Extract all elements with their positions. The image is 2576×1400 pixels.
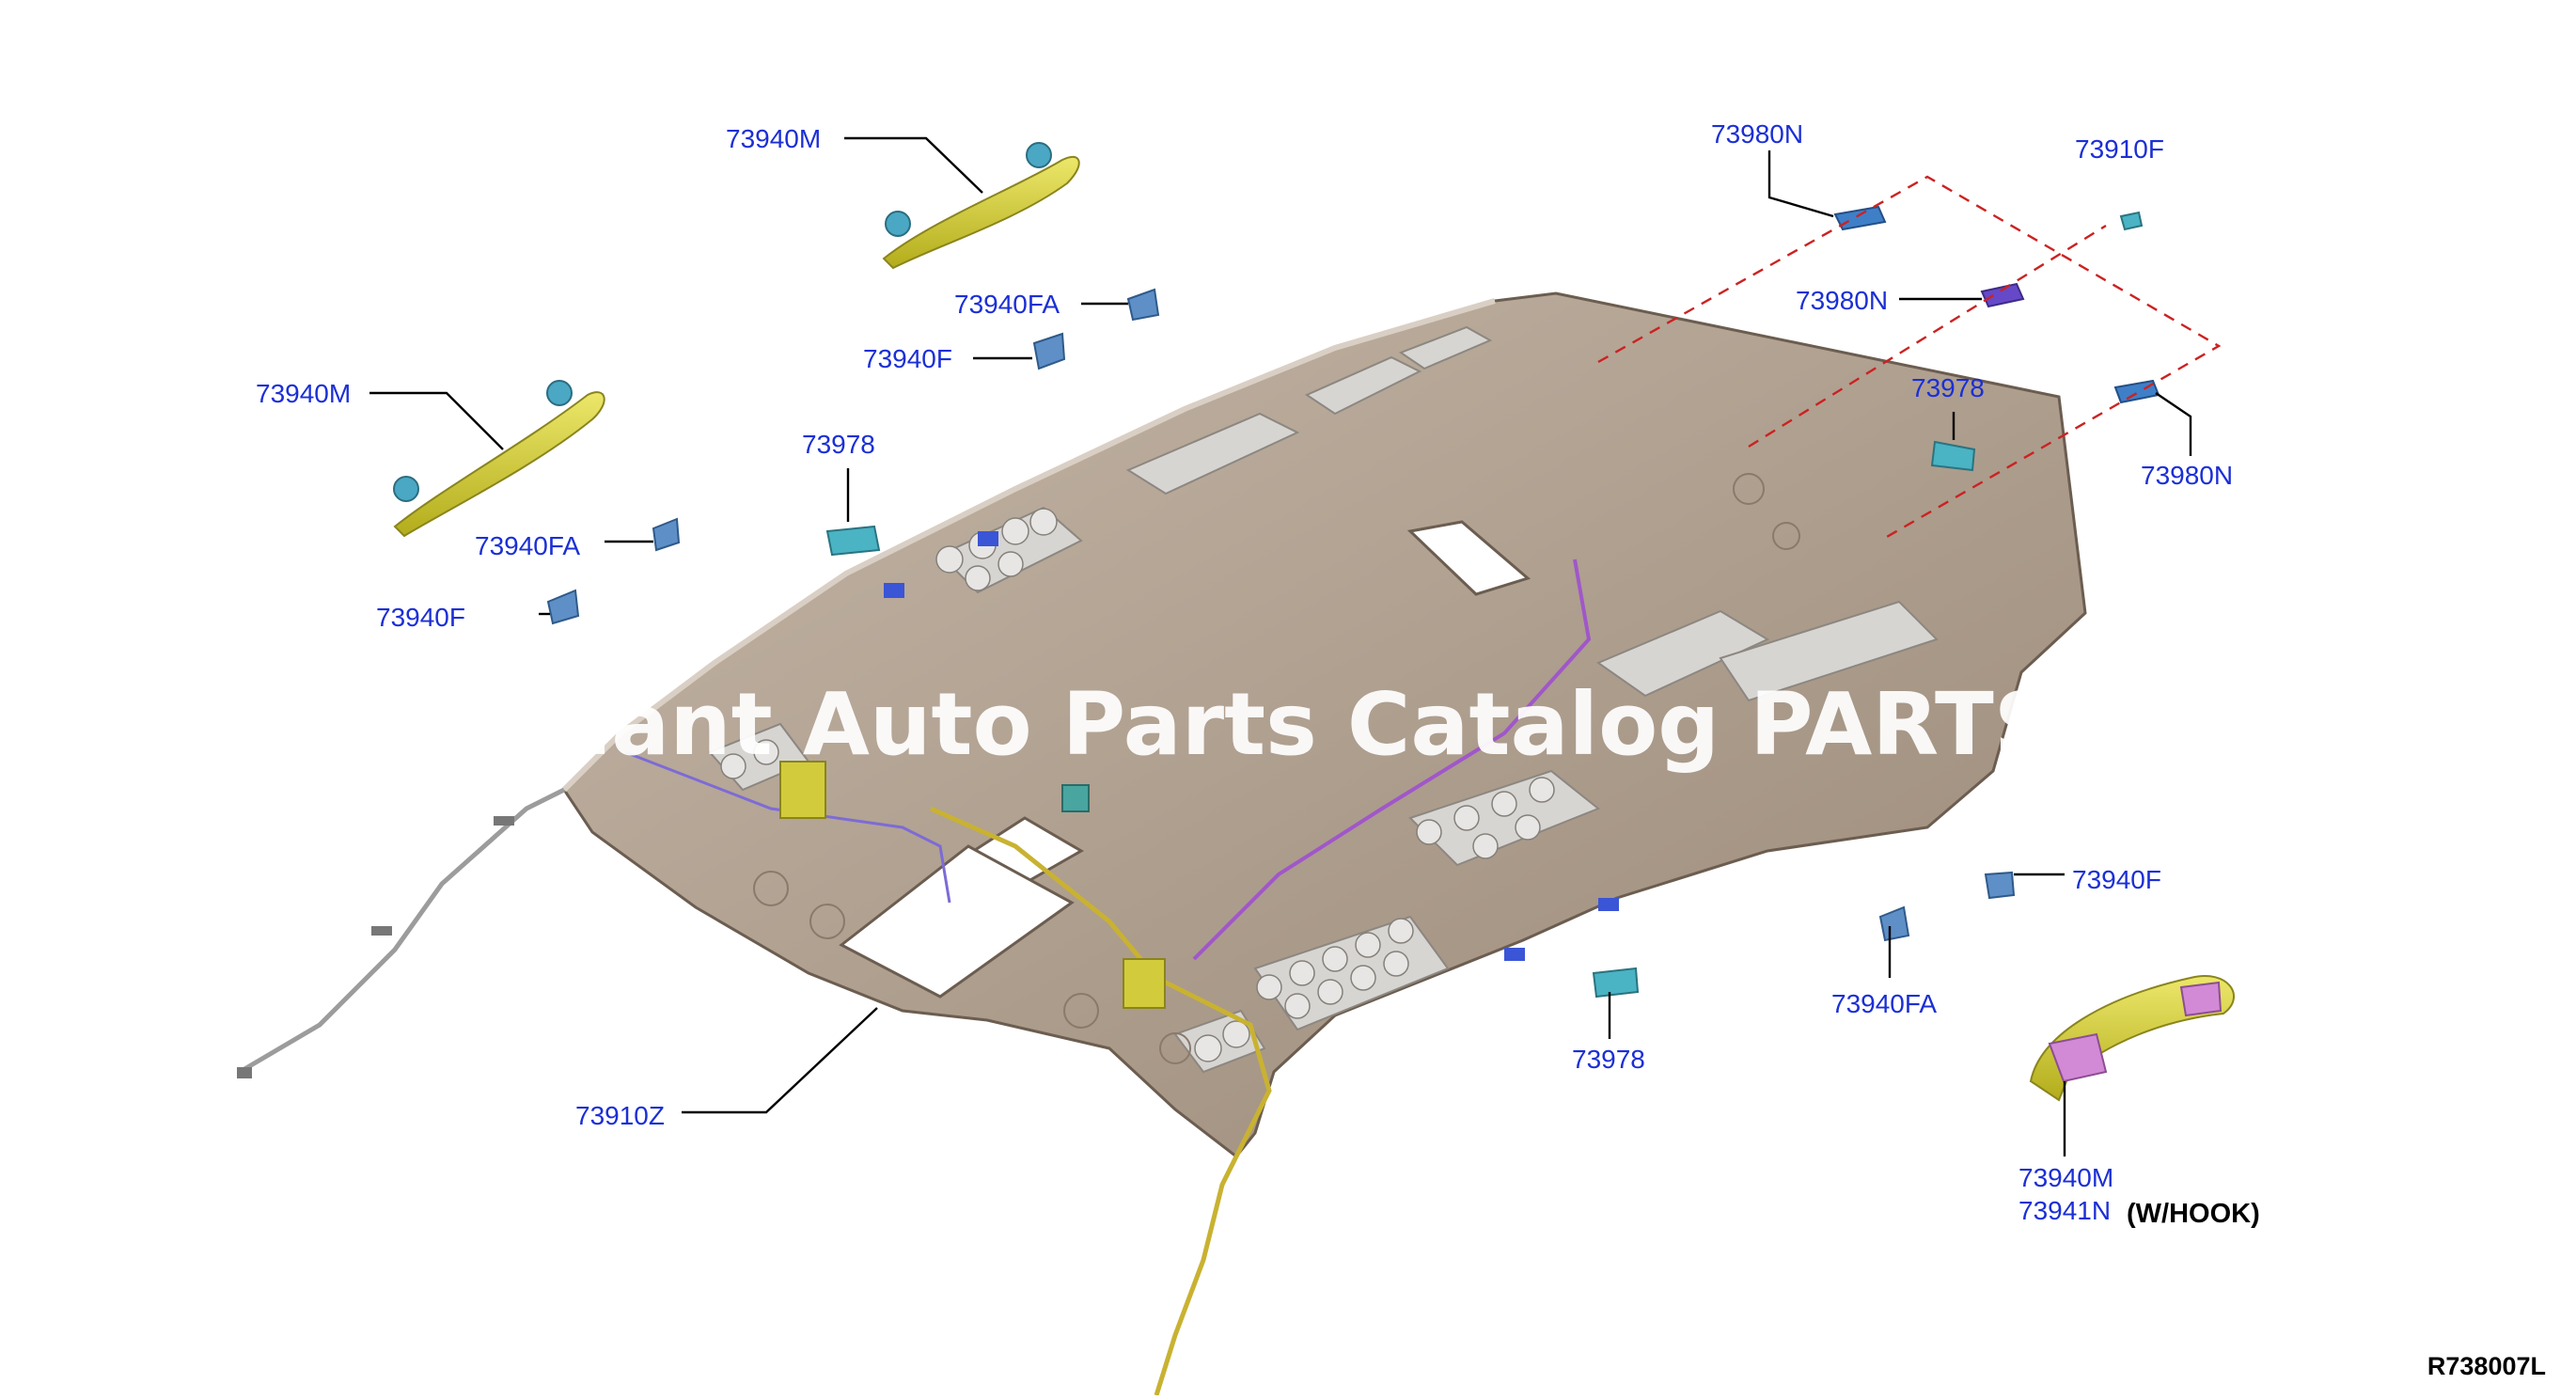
part-label: 73940M [256, 379, 351, 408]
part-label: 73940F [2072, 865, 2161, 894]
part-label: 73980N [1796, 286, 1888, 315]
part-label: 73910F [2075, 134, 2164, 164]
part-label: 73940FA [1831, 989, 1937, 1018]
part-label: 73980N [2141, 461, 2233, 490]
part-label: 73940FA [954, 290, 1060, 319]
cable-clips [237, 816, 514, 1078]
assist-grip-left [393, 380, 605, 538]
part-labels: 73940M 73940FA 73940F 73940M 73978 73940… [256, 119, 2260, 1229]
diagram-code: R738007L [2427, 1352, 2546, 1380]
leader-lines [369, 136, 2192, 1156]
part-label: 73940F [376, 603, 465, 632]
part-label: 73980N [1711, 119, 1803, 149]
headliner-panel [561, 291, 2087, 1396]
assist-grip-upper [882, 142, 1080, 270]
part-label: 73940F [863, 344, 952, 373]
antenna-cable [238, 787, 566, 1075]
part-label: 73978 [1572, 1045, 1645, 1074]
assist-grip-rear [2029, 975, 2235, 1102]
sunroof-cut-line-inner [1748, 224, 2107, 448]
hook-note: (W/HOOK) [2127, 1199, 2260, 1229]
watermark-text: chant Auto Parts Catalog PARTST [498, 674, 2115, 775]
clips [546, 205, 2160, 999]
part-label: 73940M [2018, 1163, 2113, 1192]
part-label: 73910Z [575, 1101, 665, 1130]
sunroof-cut-line [1597, 175, 2222, 543]
part-label: 73940M [726, 124, 821, 153]
part-label: 73978 [1911, 373, 1985, 402]
part-label: 73940FA [475, 531, 580, 560]
part-label: 73978 [802, 430, 875, 459]
part-label: 73941N [2018, 1196, 2111, 1225]
